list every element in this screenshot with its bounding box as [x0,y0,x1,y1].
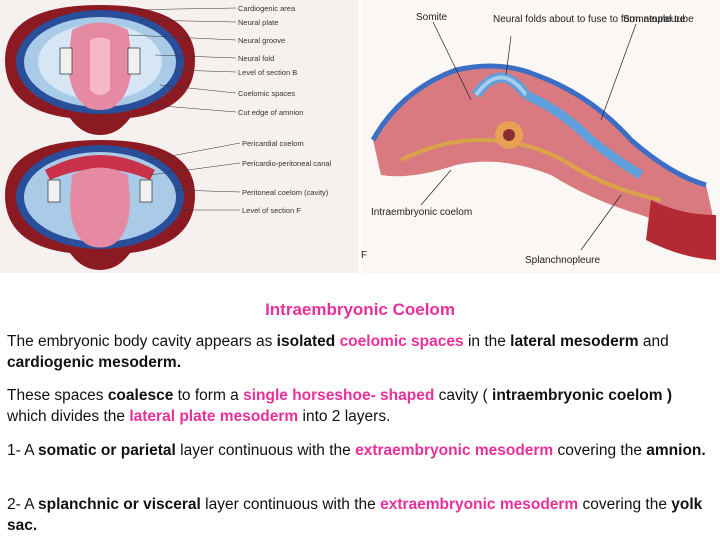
embryo-sections-figure: Cardiogenic area Neural plate Neural gro… [0,0,359,273]
label-level-section-f: Level of section F [242,206,301,215]
label-pericardio-peritoneal-canal: Pericardio-peritoneal canal [242,159,332,168]
paragraph-1: The embryonic body cavity appears as iso… [7,333,669,371]
label-neural-fold: Neural fold [238,54,274,63]
label-somatopleure: Somatopleure [623,14,686,25]
label-somite: Somite [416,12,448,23]
page-title: Intraembryonic Coelom [265,300,455,319]
neural-tube-figure: Somite Neural folds about to fuse to for… [361,0,720,273]
label-splanchnopleure: Splanchnopleure [525,255,600,266]
right-leader-lines [420,21,637,251]
label-neural-plate: Neural plate [238,18,278,27]
label-cut-edge-amnion: Cut edge of amnion [238,108,303,117]
paragraph-3: 1- A somatic or parietal layer continuou… [7,442,706,459]
label-coelomic-spaces: Coelomic spaces [238,89,295,98]
label-neural-folds: Neural folds about to fuse to form neura… [493,14,694,25]
paragraph-4: 2- A splanchnic or visceral layer contin… [7,496,703,534]
left-leader-lines [119,7,241,211]
label-cardiogenic-area: Cardiogenic area [238,4,296,13]
label-pericardial-coelom: Pericardial coelom [242,139,304,148]
paragraph-2: These spaces coalesce to form a single h… [7,387,673,425]
embryo-tissue-block [370,63,716,260]
lower-embryo-section [5,140,195,270]
upper-embryo-section [5,5,195,135]
label-intraembryonic-coelom: Intraembryonic coelom [371,207,472,218]
label-peritoneal-coelom: Peritoneal coelom (cavity) [242,188,329,197]
embryo-sections-svg: Cardiogenic area Neural plate Neural gro… [5,4,332,270]
neural-tube-svg: Somite Neural folds about to fuse to for… [361,12,716,266]
label-level-section-b: Level of section B [238,68,297,77]
label-f: F [361,250,367,261]
label-neural-groove: Neural groove [238,36,285,45]
